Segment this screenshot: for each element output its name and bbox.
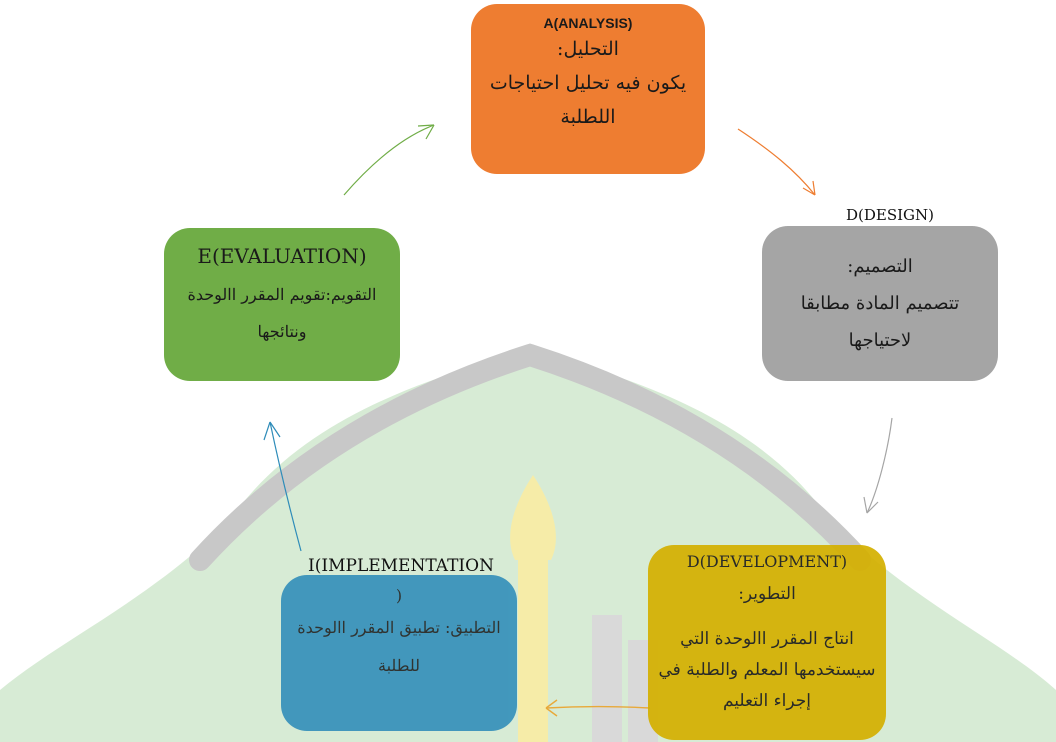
evaluation-title: E(EVALUATION) (197, 244, 367, 268)
implementation-line-2: للطلبة (378, 656, 420, 675)
watermark-minaret (510, 475, 556, 560)
watermark-pillar (592, 615, 622, 742)
arrow-development-to-implementation (545, 699, 651, 717)
evaluation-line-2: ونتائجها (257, 322, 307, 341)
analysis-label: التحليل: (557, 38, 619, 60)
arrow-analysis-to-design (737, 128, 816, 196)
watermark-pillar (518, 560, 548, 742)
implementation-box: ) التطبيق: تطبيق المقرر االوحدة للطلبة (281, 575, 517, 731)
arrow-design-to-development (863, 417, 893, 514)
design-box: التصميم: تتصميم المادة مطابقا لاحتياجها (762, 226, 998, 381)
analysis-line-2: اللطلبة (560, 106, 616, 128)
design-line-2: لاحتياجها (848, 330, 912, 351)
design-title: D(DESIGN) (845, 206, 934, 224)
analysis-box: A(ANALYSIS) التحليل: يكون فيه تحليل احتي… (471, 4, 705, 174)
implementation-line-1: التطبيق: تطبيق المقرر االوحدة (297, 618, 501, 637)
analysis-title: A(ANALYSIS) (543, 15, 633, 31)
design-line-1: تتصميم المادة مطابقا (800, 293, 960, 314)
development-title: D(DEVELOPMENT) (686, 552, 848, 571)
development-box: D(DEVELOPMENT) التطوير: انتاج المقرر اال… (648, 545, 886, 740)
analysis-line-1: يكون فيه تحليل احتياجات (489, 72, 687, 94)
design-label: التصميم: (847, 256, 913, 277)
implementation-title-close: ) (395, 586, 403, 605)
arrow-implementation-to-evaluation (263, 421, 302, 552)
implementation-title: I(IMPLEMENTATION (308, 556, 494, 576)
watermark-dome-outline (189, 343, 871, 571)
development-line-2: سيستخدمها المعلم والطلبة في (658, 660, 876, 680)
development-label: التطوير: (738, 584, 796, 604)
development-line-3: إجراء التعليم (722, 691, 812, 711)
evaluation-box: E(EVALUATION) التقويم:تقويم المقرر االوح… (164, 228, 400, 381)
development-line-1: انتاج المقرر االوحدة التي (680, 629, 854, 649)
evaluation-line-1: التقويم:تقويم المقرر االوحدة (187, 285, 377, 304)
arrow-evaluation-to-analysis (343, 124, 435, 196)
